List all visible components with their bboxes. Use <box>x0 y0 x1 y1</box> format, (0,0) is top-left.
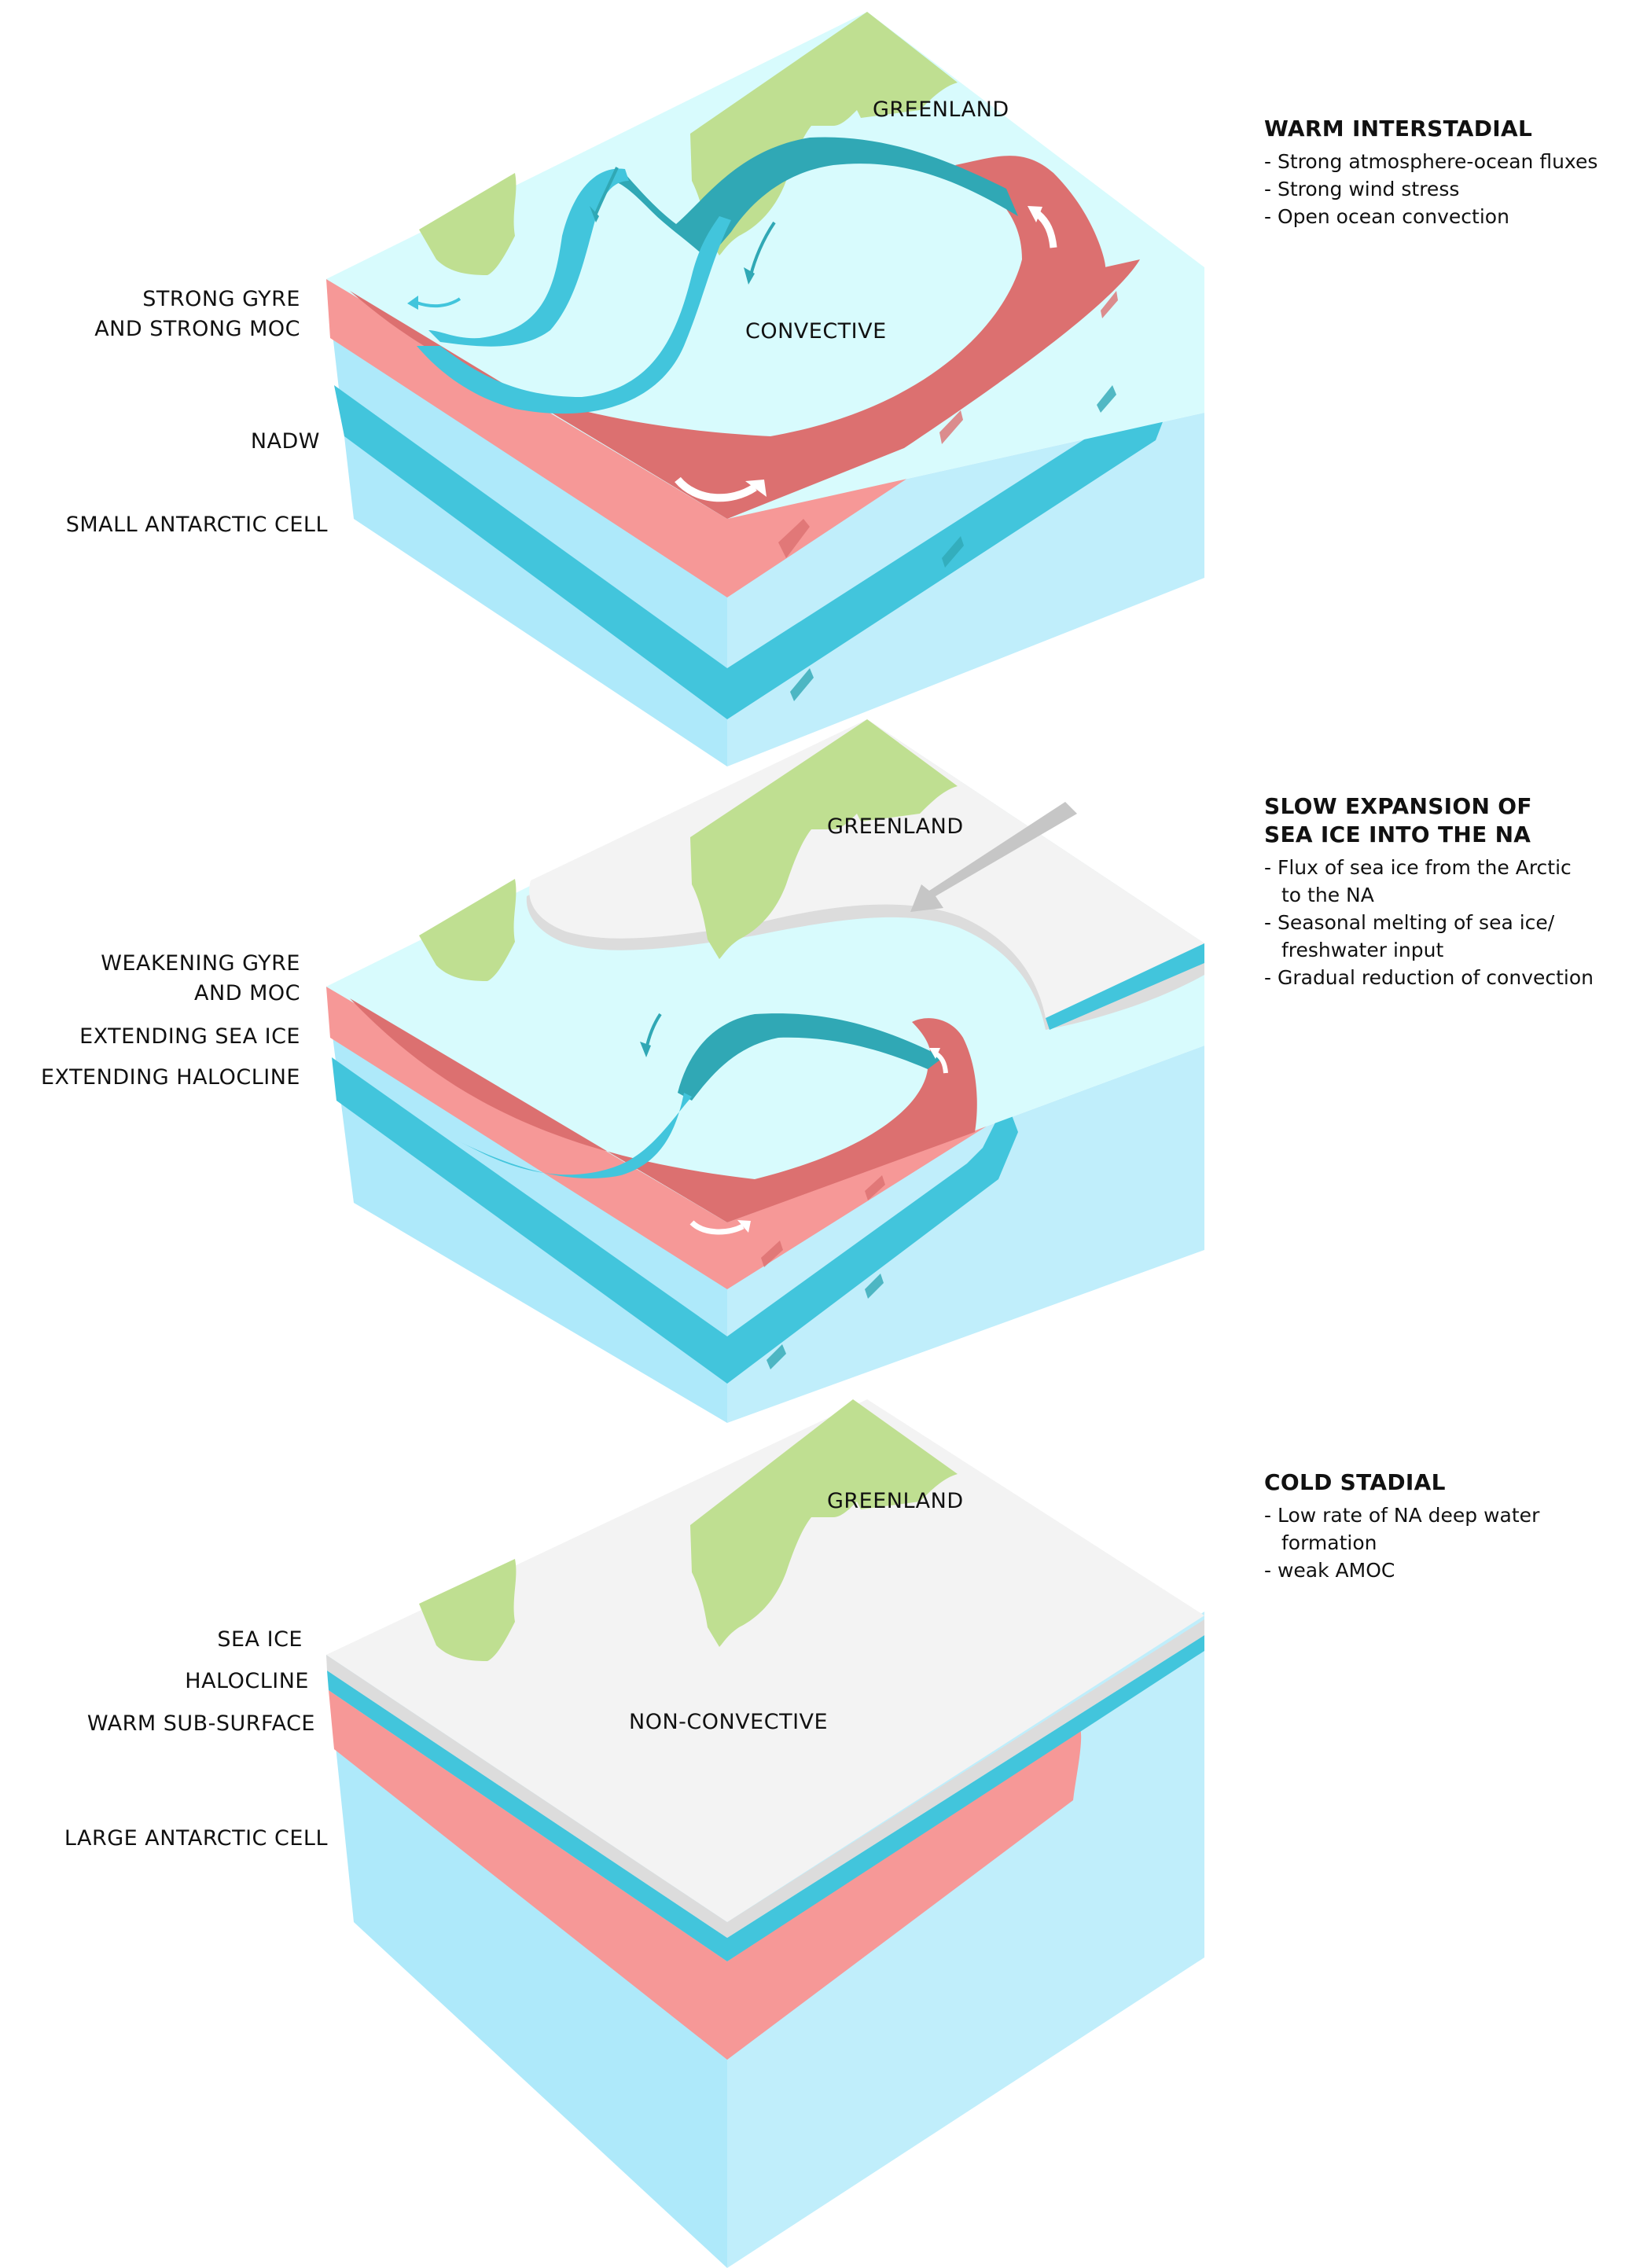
block3-greenland-land <box>690 1399 958 1647</box>
block3-top-surface <box>326 1399 1204 1922</box>
label-weakening-gyre: WEAKENING GYRE AND MOC <box>101 951 300 1005</box>
block2-halocline-under-ice <box>1046 943 1204 1030</box>
block3-sea-ice-side-right <box>727 1619 1204 1938</box>
block3-sea-ice-side-left <box>326 1655 727 1938</box>
block1-greenland-label: GREENLAND <box>873 97 1009 122</box>
block2-sea-ice <box>529 719 1204 1018</box>
block2-halocline-left <box>332 1057 727 1384</box>
bullet-item: - Flux of sea ice from the Arctic to the… <box>1264 856 1572 906</box>
label-nadw: NADW <box>250 429 320 454</box>
block3-warm-layer-left <box>329 1690 727 2060</box>
block1-current-arrow-1 <box>594 167 619 215</box>
block1-white-arrowhead-top <box>1028 206 1042 222</box>
block2-sea-ice-flux-arrow <box>910 802 1077 912</box>
bullet-item: - Seasonal melting of sea ice/ freshwate… <box>1264 911 1555 961</box>
label-warm-sub-surface: WARM SUB-SURFACE <box>86 1711 315 1736</box>
block1-white-arrow-bottom <box>675 476 757 502</box>
panel-slow-expansion: SLOW EXPANSION OF SEA ICE INTO THE NA - … <box>1264 792 1625 991</box>
block1-cold-branch-west <box>428 168 629 347</box>
label-large-antarctic-cell: LARGE ANTARCTIC CELL <box>64 1826 328 1851</box>
block3-southern-land <box>419 1559 517 1661</box>
block2-layer-arrow-3 <box>767 1344 786 1369</box>
block1-layer-arrow-1 <box>778 519 810 558</box>
panel-title: SLOW EXPANSION OF SEA ICE INTO THE NA <box>1264 793 1532 847</box>
block3-halocline-left <box>327 1671 727 1961</box>
block2-current-arrowhead <box>640 1042 651 1057</box>
block1-layer-arrow-2 <box>939 410 963 444</box>
block1-warm-gyre <box>350 156 1140 519</box>
block1-state-label: CONVECTIVE <box>745 319 887 344</box>
block2-layer-arrow-2 <box>865 1175 885 1200</box>
block1-southern-land <box>419 173 517 275</box>
block-cold-stadial <box>326 1399 1204 2268</box>
block1-nadw-layer-right <box>727 299 1195 719</box>
block3-warm-layer-right <box>727 1722 1082 2060</box>
block2-warm-gyre <box>350 998 977 1222</box>
block2-greenland-land <box>690 719 958 959</box>
block-slow-expansion <box>326 719 1204 1423</box>
label-extending-halocline: EXTENDING HALOCLINE <box>40 1065 300 1090</box>
block1-current-arrowhead-2 <box>744 267 755 285</box>
block1-white-arrow-top <box>1035 211 1057 248</box>
block-warm-interstadial <box>326 12 1204 766</box>
bullet-item: - weak AMOC <box>1264 1559 1395 1582</box>
label-halocline: HALOCLINE <box>185 1669 309 1693</box>
block1-layer-arrow-6 <box>1097 385 1116 413</box>
block2-right-face-deep <box>727 1046 1204 1423</box>
bullet-item: - Strong atmosphere-ocean fluxes <box>1264 150 1598 173</box>
block1-warm-layer-left <box>326 279 727 597</box>
panel-title: WARM INTERSTADIAL <box>1264 116 1533 142</box>
panel-cold-stadial: COLD STADIAL - Low rate of NA deep water… <box>1264 1469 1625 1584</box>
label-strong-gyre: STRONG GYRE AND STRONG MOC <box>94 287 300 341</box>
label-small-antarctic-cell: SMALL ANTARCTIC CELL <box>65 513 328 537</box>
block1-current-arrow-2 <box>749 221 776 276</box>
block3-greenland-label: GREENLAND <box>827 1489 964 1513</box>
block2-halocline-right <box>727 1101 1018 1384</box>
block2-southern-land <box>419 879 517 981</box>
label-sea-ice: SEA ICE <box>217 1627 303 1652</box>
block3-state-label: NON-CONVECTIVE <box>629 1710 829 1734</box>
block2-white-arrowhead-bottom <box>737 1220 751 1233</box>
block1-current-arrowhead-1 <box>590 206 599 222</box>
block3-halocline-right <box>727 1635 1204 1961</box>
panel-bullets: - Low rate of NA deep water formation - … <box>1264 1502 1625 1584</box>
block1-layer-arrow-3 <box>1101 291 1118 318</box>
bullet-item: - Gradual reduction of convection <box>1264 966 1594 989</box>
panel-warm-interstadial: WARM INTERSTADIAL - Strong atmosphere-oc… <box>1264 115 1625 230</box>
block1-layer-arrow-5 <box>942 536 964 568</box>
block2-greenland-label: GREENLAND <box>827 814 964 839</box>
block1-current-arrowhead-3 <box>407 296 418 310</box>
block2-cold-gyre-dark <box>678 1013 943 1101</box>
panel-title: COLD STADIAL <box>1264 1469 1446 1495</box>
block3-right-face-deep <box>727 1612 1204 2268</box>
label-extending-sea-ice: EXTENDING SEA ICE <box>79 1024 300 1049</box>
block1-white-arrowhead-bottom <box>745 480 767 497</box>
block2-layer-arrow-1 <box>761 1241 783 1267</box>
block1-layer-arrow-4 <box>790 668 814 701</box>
block1-cold-branch-east <box>417 216 731 414</box>
block2-white-arrow-bottom <box>689 1220 744 1235</box>
panel-bullets: - Strong atmosphere-ocean fluxes - Stron… <box>1264 148 1625 230</box>
block1-nadw-layer-left <box>334 385 727 719</box>
block1-current-arrow-3 <box>416 297 461 308</box>
panel-bullets: - Flux of sea ice from the Arctic to the… <box>1264 854 1625 991</box>
bullet-item: - Low rate of NA deep water formation <box>1264 1504 1540 1554</box>
bullet-item: - Strong wind stress <box>1264 178 1460 200</box>
bullet-item: - Open ocean convection <box>1264 205 1509 228</box>
block2-layer-arrow-4 <box>865 1274 884 1299</box>
block2-white-arrowhead-top <box>929 1048 940 1059</box>
